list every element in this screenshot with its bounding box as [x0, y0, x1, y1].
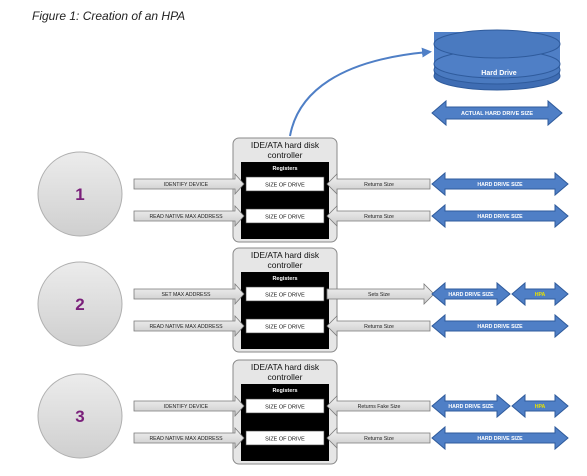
command-label: READ NATIVE MAX ADDRESS	[149, 324, 223, 330]
hard-drive-label: Hard Drive	[481, 70, 517, 77]
response-arrow	[326, 427, 431, 449]
hard-drive-size-label: HARD DRIVE SIZE	[477, 436, 523, 442]
register-box	[245, 176, 325, 192]
command-arrow	[133, 172, 245, 196]
hpa-arrow	[511, 393, 569, 419]
command-row: SIZE OF DRIVE READ NATIVE MAX ADDRESS Retu…	[133, 425, 569, 451]
register-box	[245, 318, 325, 334]
registers-label: Registers	[272, 166, 297, 172]
registers-block	[241, 384, 329, 461]
controller-title: IDE/ATA hard disk	[251, 250, 320, 260]
response-arrow	[326, 315, 431, 337]
register-box	[245, 430, 325, 446]
command-arrow	[133, 426, 245, 450]
hard-drive-size-arrow	[431, 203, 569, 229]
controller-title: controller	[268, 150, 303, 160]
hard-drive-size-label: HARD DRIVE SIZE	[448, 404, 494, 410]
stage-circle	[37, 151, 123, 237]
register-label: SIZE OF DRIVE	[265, 437, 305, 443]
actual-size-label: ACTUAL HARD DRIVE SIZE	[461, 111, 533, 117]
stage-circle	[37, 373, 123, 459]
register-label: SIZE OF DRIVE	[265, 183, 305, 189]
hard-drive-size-arrow	[431, 281, 511, 307]
command-label: SET MAX ADDRESS	[162, 292, 211, 298]
register-label: SIZE OF DRIVE	[265, 325, 305, 331]
response-label: Returns Size	[364, 324, 394, 330]
registers-block	[241, 272, 329, 349]
figure-caption: Figure 1: Creation of an HPA	[32, 9, 186, 23]
hard-drive-size-arrow	[431, 393, 511, 419]
registers-block	[241, 162, 329, 239]
command-label: IDENTIFY DEVICE	[164, 404, 209, 410]
hpa-label: HPA	[535, 404, 546, 410]
register-box	[245, 398, 325, 414]
hard-drive-size-arrow	[431, 171, 569, 197]
hard-drive-size-label: HARD DRIVE SIZE	[477, 182, 523, 188]
response-arrow	[326, 395, 431, 417]
response-arrow	[326, 173, 431, 195]
registers-label: Registers	[272, 276, 297, 282]
command-arrow	[133, 314, 245, 338]
response-arrow	[326, 283, 435, 305]
command-row: SIZE OF DRIVE READ NATIVE MAX ADDRESS Retu…	[133, 203, 569, 229]
response-label: Returns Size	[364, 436, 394, 442]
hard-drive-size-arrow	[431, 425, 569, 451]
command-arrow	[133, 282, 245, 306]
stage-circle	[37, 261, 123, 347]
command-row: SIZE OF DRIVE SET MAX ADDRESS Sets Size HAR…	[133, 281, 569, 307]
controller-title: IDE/ATA hard disk	[251, 362, 320, 372]
hard-drive-icon: Hard Drive	[433, 29, 561, 91]
command-row: SIZE OF DRIVE IDENTIFY DEVICE Returns Fake…	[133, 393, 569, 419]
stage-number: 3	[75, 407, 84, 426]
stage-number: 2	[75, 295, 84, 314]
response-label: Returns Size	[364, 214, 394, 220]
register-label: SIZE OF DRIVE	[265, 405, 305, 411]
command-row: SIZE OF DRIVE IDENTIFY DEVICE Returns Size…	[133, 171, 569, 197]
command-arrow	[133, 394, 245, 418]
command-row: SIZE OF DRIVE READ NATIVE MAX ADDRESS Retu…	[133, 313, 569, 339]
hard-drive-size-label: HARD DRIVE SIZE	[477, 324, 523, 330]
hpa-arrow	[511, 281, 569, 307]
command-arrow	[133, 204, 245, 228]
hard-drive-size-arrow	[431, 313, 569, 339]
hard-drive-size-label: HARD DRIVE SIZE	[477, 214, 523, 220]
response-label: Sets Size	[368, 292, 390, 298]
curved-arrow	[289, 47, 432, 137]
register-label: SIZE OF DRIVE	[265, 293, 305, 299]
registers-label: Registers	[272, 388, 297, 394]
controller-title: controller	[268, 260, 303, 270]
response-label: Returns Fake Size	[358, 404, 401, 410]
register-label: SIZE OF DRIVE	[265, 215, 305, 221]
response-arrow	[326, 205, 431, 227]
stage-number: 1	[75, 185, 84, 204]
register-box	[245, 208, 325, 224]
controller-title: controller	[268, 372, 303, 382]
controller-title: IDE/ATA hard disk	[251, 140, 320, 150]
actual-size-arrow: ACTUAL HARD DRIVE SIZE	[431, 99, 563, 127]
command-label: READ NATIVE MAX ADDRESS	[149, 214, 223, 220]
command-label: IDENTIFY DEVICE	[164, 182, 209, 188]
register-box	[245, 286, 325, 302]
hard-drive-size-label: HARD DRIVE SIZE	[448, 292, 494, 298]
response-label: Returns Size	[364, 182, 394, 188]
command-label: READ NATIVE MAX ADDRESS	[149, 436, 223, 442]
hpa-label: HPA	[535, 292, 546, 298]
